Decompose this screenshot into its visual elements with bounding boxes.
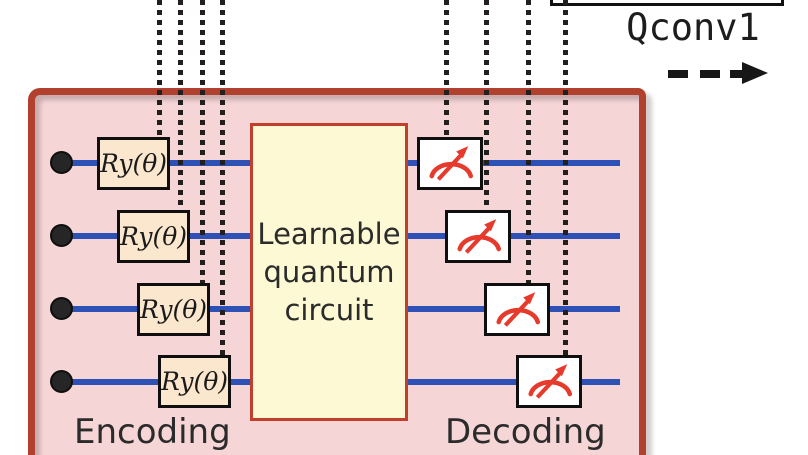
next-layer-arrow-dash [700,70,720,78]
measurement-box [417,137,483,190]
input-dotted-connector [178,0,183,210]
output-dotted-connector [563,0,568,355]
measurement-gauge-icon [457,218,502,254]
measurement-gauge-icon [496,291,541,327]
output-dotted-connector [484,0,489,210]
qubit-dot [50,224,73,247]
qubit-wire [408,233,620,239]
measurement-gauge-icon [429,145,474,181]
qubit-dot [50,297,73,320]
learnable-circuit-box: Learnable quantum circuit [250,123,408,421]
qubit-dot [50,370,73,393]
ry-gate-label: Ry(θ) [99,149,168,178]
learnable-circuit-label: quantum [263,255,395,289]
next-layer-arrow-icon [742,62,768,84]
learnable-circuit-label: Learnable [257,217,401,251]
measurement-box [484,283,550,336]
ry-gate: Ry(θ) [137,283,210,336]
next-layer-arrow-dash [668,70,688,78]
input-dotted-connector [157,0,162,137]
encoding-label: Encoding [74,412,231,452]
next-layer-arrow-dash [730,70,746,78]
input-dotted-connector [200,0,205,283]
ry-gate: Ry(θ) [117,210,190,263]
ry-gate-label: Ry(θ) [139,295,208,324]
ry-gate: Ry(θ) [97,137,170,190]
output-dotted-connector [444,0,449,137]
output-dotted-connector [526,0,531,283]
qubit-wire [408,160,620,166]
learnable-circuit-label: circuit [284,293,374,327]
ry-gate-label: Ry(θ) [160,367,229,396]
qubit-wire [408,379,620,385]
decoding-label: Decoding [445,412,606,452]
input-dotted-connector [220,0,225,355]
qubit-wire [62,379,250,385]
measurement-gauge-icon [528,363,573,399]
ry-gate: Ry(θ) [158,355,231,408]
qubit-dot [50,151,73,174]
cropped-layer-box [550,0,784,6]
ry-gate-label: Ry(θ) [119,222,188,251]
measurement-box [445,210,511,263]
measurement-box [516,355,582,408]
layer-name-label: Qconv1 [626,6,760,49]
